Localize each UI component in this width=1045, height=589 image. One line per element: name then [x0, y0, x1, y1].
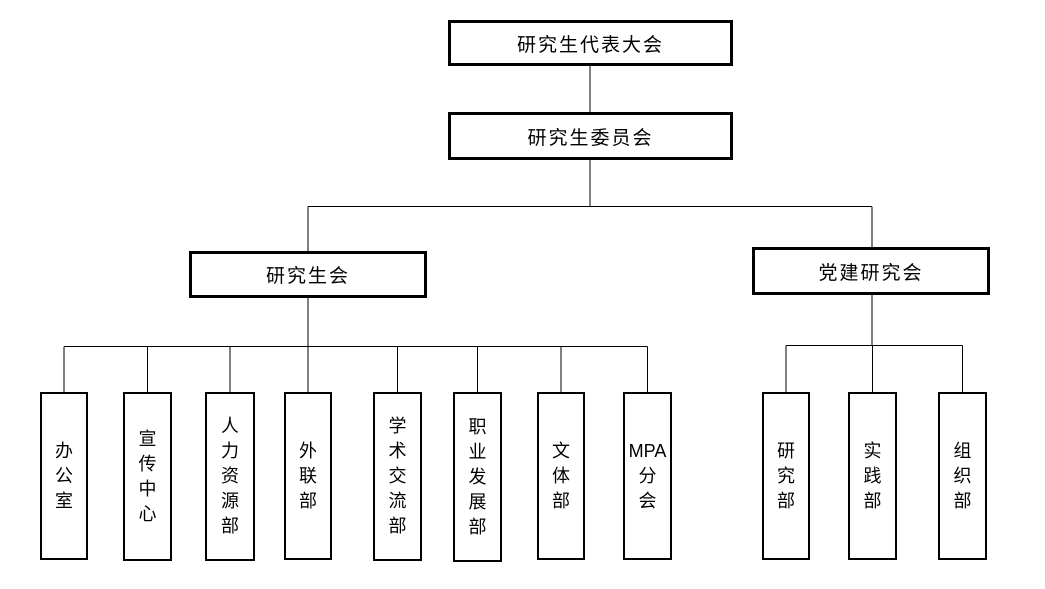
node-career-development-department: 职 业 发 展 部 [453, 392, 502, 562]
node-academic-exchange-department: 学 术 交 流 部 [373, 392, 422, 561]
node-graduate-union: 研究生会 [189, 251, 427, 298]
node-human-resources-department: 人 力 资 源 部 [205, 392, 255, 561]
node-publicity-center: 宣 传 中 心 [123, 392, 172, 561]
node-graduate-congress: 研究生代表大会 [448, 20, 733, 66]
node-research-department: 研 究 部 [762, 392, 810, 560]
node-practice-department: 实 践 部 [848, 392, 897, 560]
node-organization-department: 组 织 部 [938, 392, 987, 560]
node-graduate-committee: 研究生委员会 [448, 112, 733, 160]
node-external-relations-department: 外 联 部 [284, 392, 332, 560]
node-mpa-branch: MPA 分 会 [623, 392, 672, 560]
node-culture-sports-department: 文 体 部 [537, 392, 585, 560]
node-office-department: 办 公 室 [40, 392, 88, 560]
node-party-building-research-society: 党建研究会 [752, 247, 990, 295]
